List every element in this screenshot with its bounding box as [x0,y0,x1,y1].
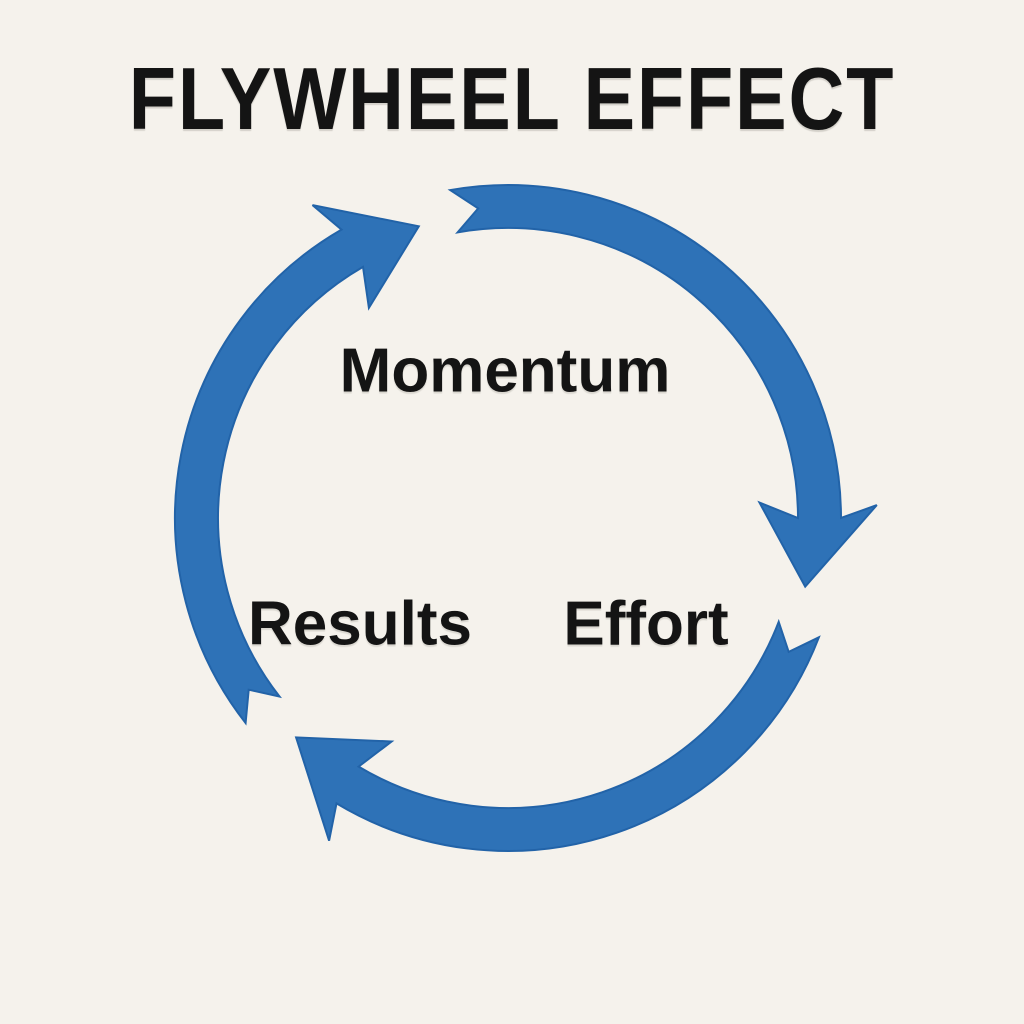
cycle-label-momentum: Momentum [339,336,671,406]
cycle-arrow-top-segment [447,184,878,589]
diagram-title: FLYWHEEL EFFECT [128,49,896,148]
cycle-label-effort: Effort [563,589,729,659]
cycle-arrow-bottom-segment [294,618,821,852]
cycle-label-results: Results [248,589,472,659]
cycle-arrow-left-segment [174,204,421,726]
